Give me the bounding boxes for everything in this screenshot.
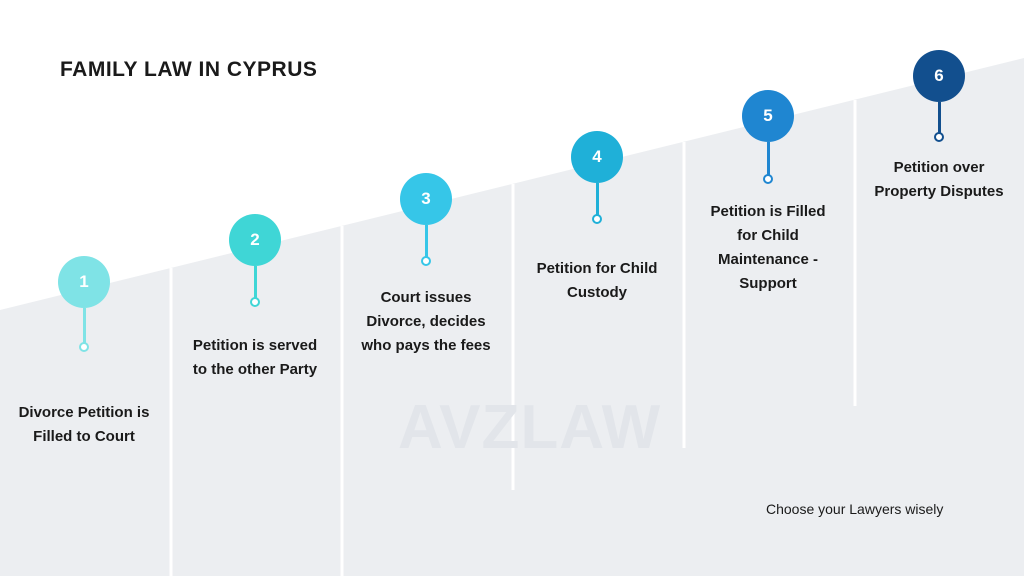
step-connector [595,183,599,215]
step-label-line: Divorce, decides [366,313,486,330]
step-label-line: Petition for Child [536,260,658,277]
step-number-badge: 5 [742,90,794,142]
step-label-line: Custody [567,284,627,301]
step-number-badge: 6 [913,50,965,102]
step-anchor-dot [79,342,89,352]
step-label-line: Court issues [380,289,472,306]
step-label-line: Property Disputes [874,183,1004,200]
step-label-line: Divorce Petition is [18,404,150,421]
step-number-badge: 2 [229,214,281,266]
step-label-line: Petition over [893,159,985,176]
step-anchor-dot [592,214,602,224]
step-connector [937,102,941,133]
step-label: Divorce Petition is Filled to Court [0,401,169,449]
step-label-line: for Child [737,227,799,244]
step-connector [82,308,86,343]
step-label-line: Filled to Court [33,428,135,445]
step-number-badge: 4 [571,131,623,183]
step-connector [424,225,428,257]
step-anchor-dot [934,132,944,142]
step-label-line: Petition is Filled [710,203,826,220]
step-label-line: Support [739,275,797,292]
step-label-line: who pays the fees [361,337,491,354]
step-anchor-dot [763,174,773,184]
step-label-line: to the other Party [192,361,318,378]
step-number-badge: 1 [58,256,110,308]
step-label: Petition is served to the other Party [170,334,340,382]
step-anchor-dot [250,297,260,307]
step-connector [766,142,770,175]
step-label-line: Maintenance - [717,251,819,268]
step-label-line: Petition is served [192,337,318,354]
watermark-text: AVZLAW [398,393,662,462]
step-anchor-dot [421,256,431,266]
tagline: Choose your Lawyers wisely [766,501,944,517]
step-number-badge: 3 [400,173,452,225]
step-connector [253,266,257,298]
page-title: FAMILY LAW IN CYPRUS [60,58,318,81]
